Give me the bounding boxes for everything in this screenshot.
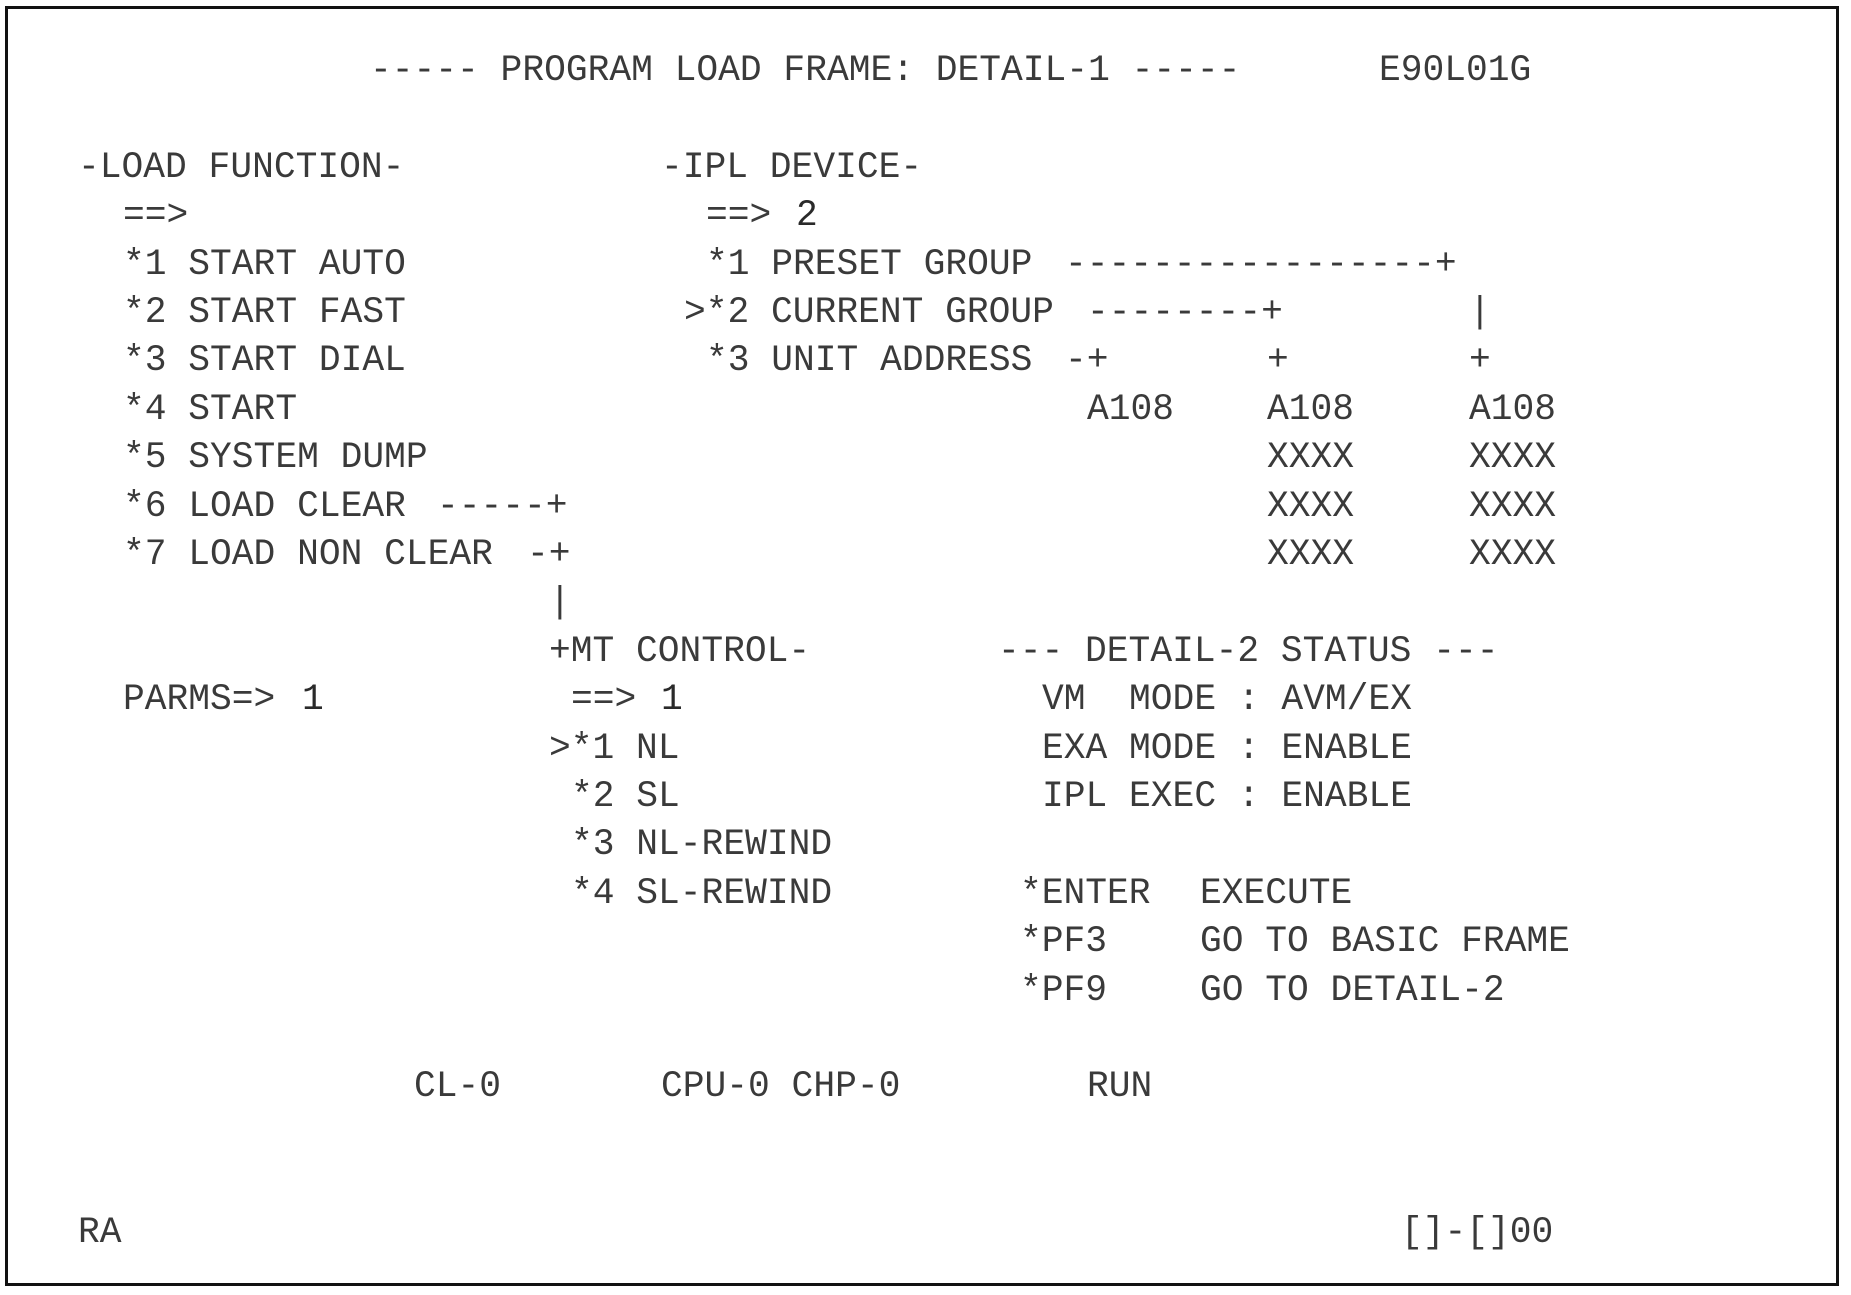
frame-title: ----- PROGRAM LOAD FRAME: DETAIL-1 ----- <box>369 50 1240 92</box>
load-function-input[interactable] <box>213 196 242 236</box>
ipl-device-input[interactable]: 2 <box>795 195 818 238</box>
detail2-status-heading: --- DETAIL-2 STATUS --- <box>997 630 1499 673</box>
unit-address-value: A108 <box>1087 388 1175 431</box>
preset-group-address: XXXX <box>1468 534 1556 576</box>
status-cpu-chp: CPU-0 CHP-0 <box>661 1066 901 1109</box>
status-run: RUN <box>1087 1066 1153 1109</box>
mt-option-sl: *2 SL <box>571 776 681 818</box>
load-function-heading: -LOAD FUNCTION- <box>78 146 405 189</box>
terminal-frame <box>5 6 1839 1286</box>
preset-group-address: A108 <box>1468 388 1556 431</box>
load-option-load-clear: *6 LOAD CLEAR <box>122 485 406 528</box>
mt-option-nl-rewind: *3 NL-REWIND <box>571 824 833 867</box>
mt-control-prompt: ==> <box>571 679 637 722</box>
key-enter-action: EXECUTE <box>1199 872 1352 915</box>
key-pf3[interactable]: *PF3 <box>1020 921 1108 964</box>
key-pf9-action: GO TO DETAIL-2 <box>1199 969 1505 1012</box>
ipl-device-heading: -IPL DEVICE- <box>661 146 923 189</box>
connector-plus: + <box>1468 340 1491 383</box>
load-option-start: *4 START <box>122 388 297 431</box>
mt-control-heading: +MT CONTROL- <box>549 630 811 673</box>
mt-option-sl-rewind: *4 SL-REWIND <box>571 872 833 915</box>
connector-line: -----------------+ <box>1064 243 1457 286</box>
current-group-address: A108 <box>1266 388 1354 431</box>
mt-option-nl: >*1 NL <box>549 727 680 770</box>
status-indicator: []-[]00 <box>1401 1211 1554 1254</box>
connector-line: --------+ <box>1087 292 1284 334</box>
connector-line: -+ <box>1064 340 1109 383</box>
key-pf3-action: GO TO BASIC FRAME <box>1199 921 1570 964</box>
parms-label: PARMS=> <box>122 679 276 722</box>
preset-group-address: XXXX <box>1468 437 1556 480</box>
connector-line: -----+ <box>436 485 568 528</box>
load-option-load-non-clear: *7 LOAD NON CLEAR <box>122 534 493 576</box>
load-option-system-dump: *5 SYSTEM DUMP <box>122 437 428 480</box>
connector-pipe: | <box>1468 292 1491 334</box>
preset-group-address: XXXX <box>1468 485 1556 528</box>
load-option-start-auto: *1 START AUTO <box>122 243 406 286</box>
connector-pipe: | <box>549 582 571 625</box>
key-pf9[interactable]: *PF9 <box>1020 969 1108 1012</box>
frame-id: E90L01G <box>1378 50 1532 92</box>
connector-line: -+ <box>526 534 571 576</box>
current-group-address: XXXX <box>1266 485 1354 528</box>
mt-control-input[interactable]: 1 <box>661 679 683 722</box>
current-group-address: XXXX <box>1266 534 1354 576</box>
connector-plus: + <box>1266 340 1289 383</box>
status-ipl-exec: IPL EXEC : ENABLE <box>1042 776 1413 818</box>
status-vm-mode: VM MODE : AVM/EX <box>1042 679 1413 722</box>
current-group-address: XXXX <box>1266 437 1354 480</box>
key-enter[interactable]: *ENTER <box>1020 872 1151 915</box>
status-exa-mode: EXA MODE : ENABLE <box>1042 727 1413 770</box>
ipl-option-unit-address: *3 UNIT ADDRESS <box>706 340 1033 383</box>
ipl-option-preset-group: *1 PRESET GROUP <box>706 243 1033 286</box>
parms-input[interactable]: 1 <box>302 679 325 722</box>
ipl-option-current-group: >*2 CURRENT GROUP <box>683 292 1054 334</box>
load-option-start-dial: *3 START DIAL <box>122 340 406 383</box>
status-cl: CL-0 <box>414 1066 502 1109</box>
ipl-device-prompt: ==> <box>706 195 772 238</box>
load-function-prompt: ==> <box>122 195 189 238</box>
load-option-start-fast: *2 START FAST <box>122 292 406 334</box>
status-mode: RA <box>78 1211 122 1254</box>
